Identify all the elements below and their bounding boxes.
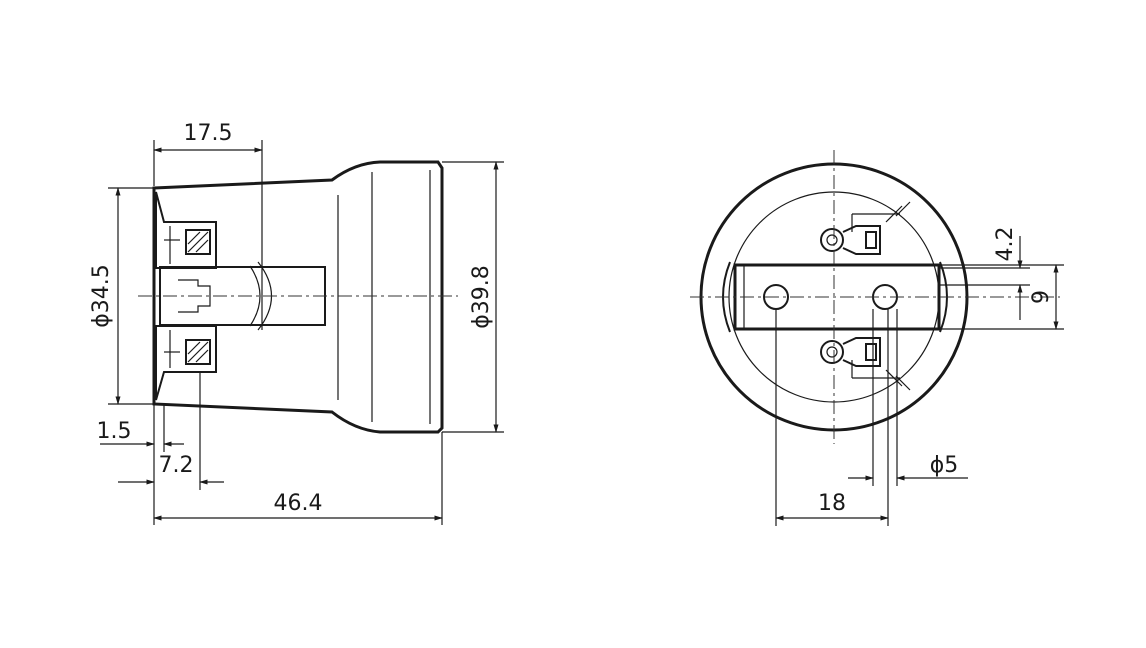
dim-dia-39-8: ϕ39.8 <box>442 161 504 433</box>
front-top-contact <box>820 201 911 255</box>
dim-dia-34-5-label: ϕ34.5 <box>89 264 114 328</box>
side-upper-clip <box>155 191 217 269</box>
dim-17-5: 17.5 <box>153 121 263 330</box>
dim-46-4: 46.4 <box>153 432 443 525</box>
front-view: 4.2 9 ϕ5 18 <box>690 150 1064 526</box>
dim-dia-34-5: ϕ34.5 <box>89 187 154 405</box>
dim-9: 9 <box>940 264 1064 330</box>
dim-4-2: 4.2 <box>940 227 1030 320</box>
side-pin-curve-2 <box>249 265 261 327</box>
dim-17-5-label: 17.5 <box>184 121 233 146</box>
side-view: 17.5 ϕ34.5 ϕ39.8 1.5 <box>89 121 504 525</box>
dim-4-2-label: 4.2 <box>993 227 1018 262</box>
dim-18: 18 <box>775 309 889 526</box>
dim-dia-5-label: ϕ5 <box>930 453 959 478</box>
dim-7-2-label: 7.2 <box>159 453 194 478</box>
side-pin-end <box>178 279 211 313</box>
dim-9-label: 9 <box>1029 290 1054 304</box>
dim-1-5-label: 1.5 <box>97 419 132 444</box>
dim-46-4-label: 46.4 <box>274 491 323 516</box>
side-lower-clip <box>155 325 217 401</box>
side-body-outline <box>152 160 444 434</box>
dim-dia-39-8-label: ϕ39.8 <box>469 265 494 329</box>
dim-18-label: 18 <box>818 491 846 516</box>
dim-1-5: 1.5 <box>97 404 184 525</box>
front-bottom-contact <box>820 337 911 391</box>
dim-dia-5: ϕ5 <box>848 309 968 486</box>
dim-7-2: 7.2 <box>118 372 224 490</box>
